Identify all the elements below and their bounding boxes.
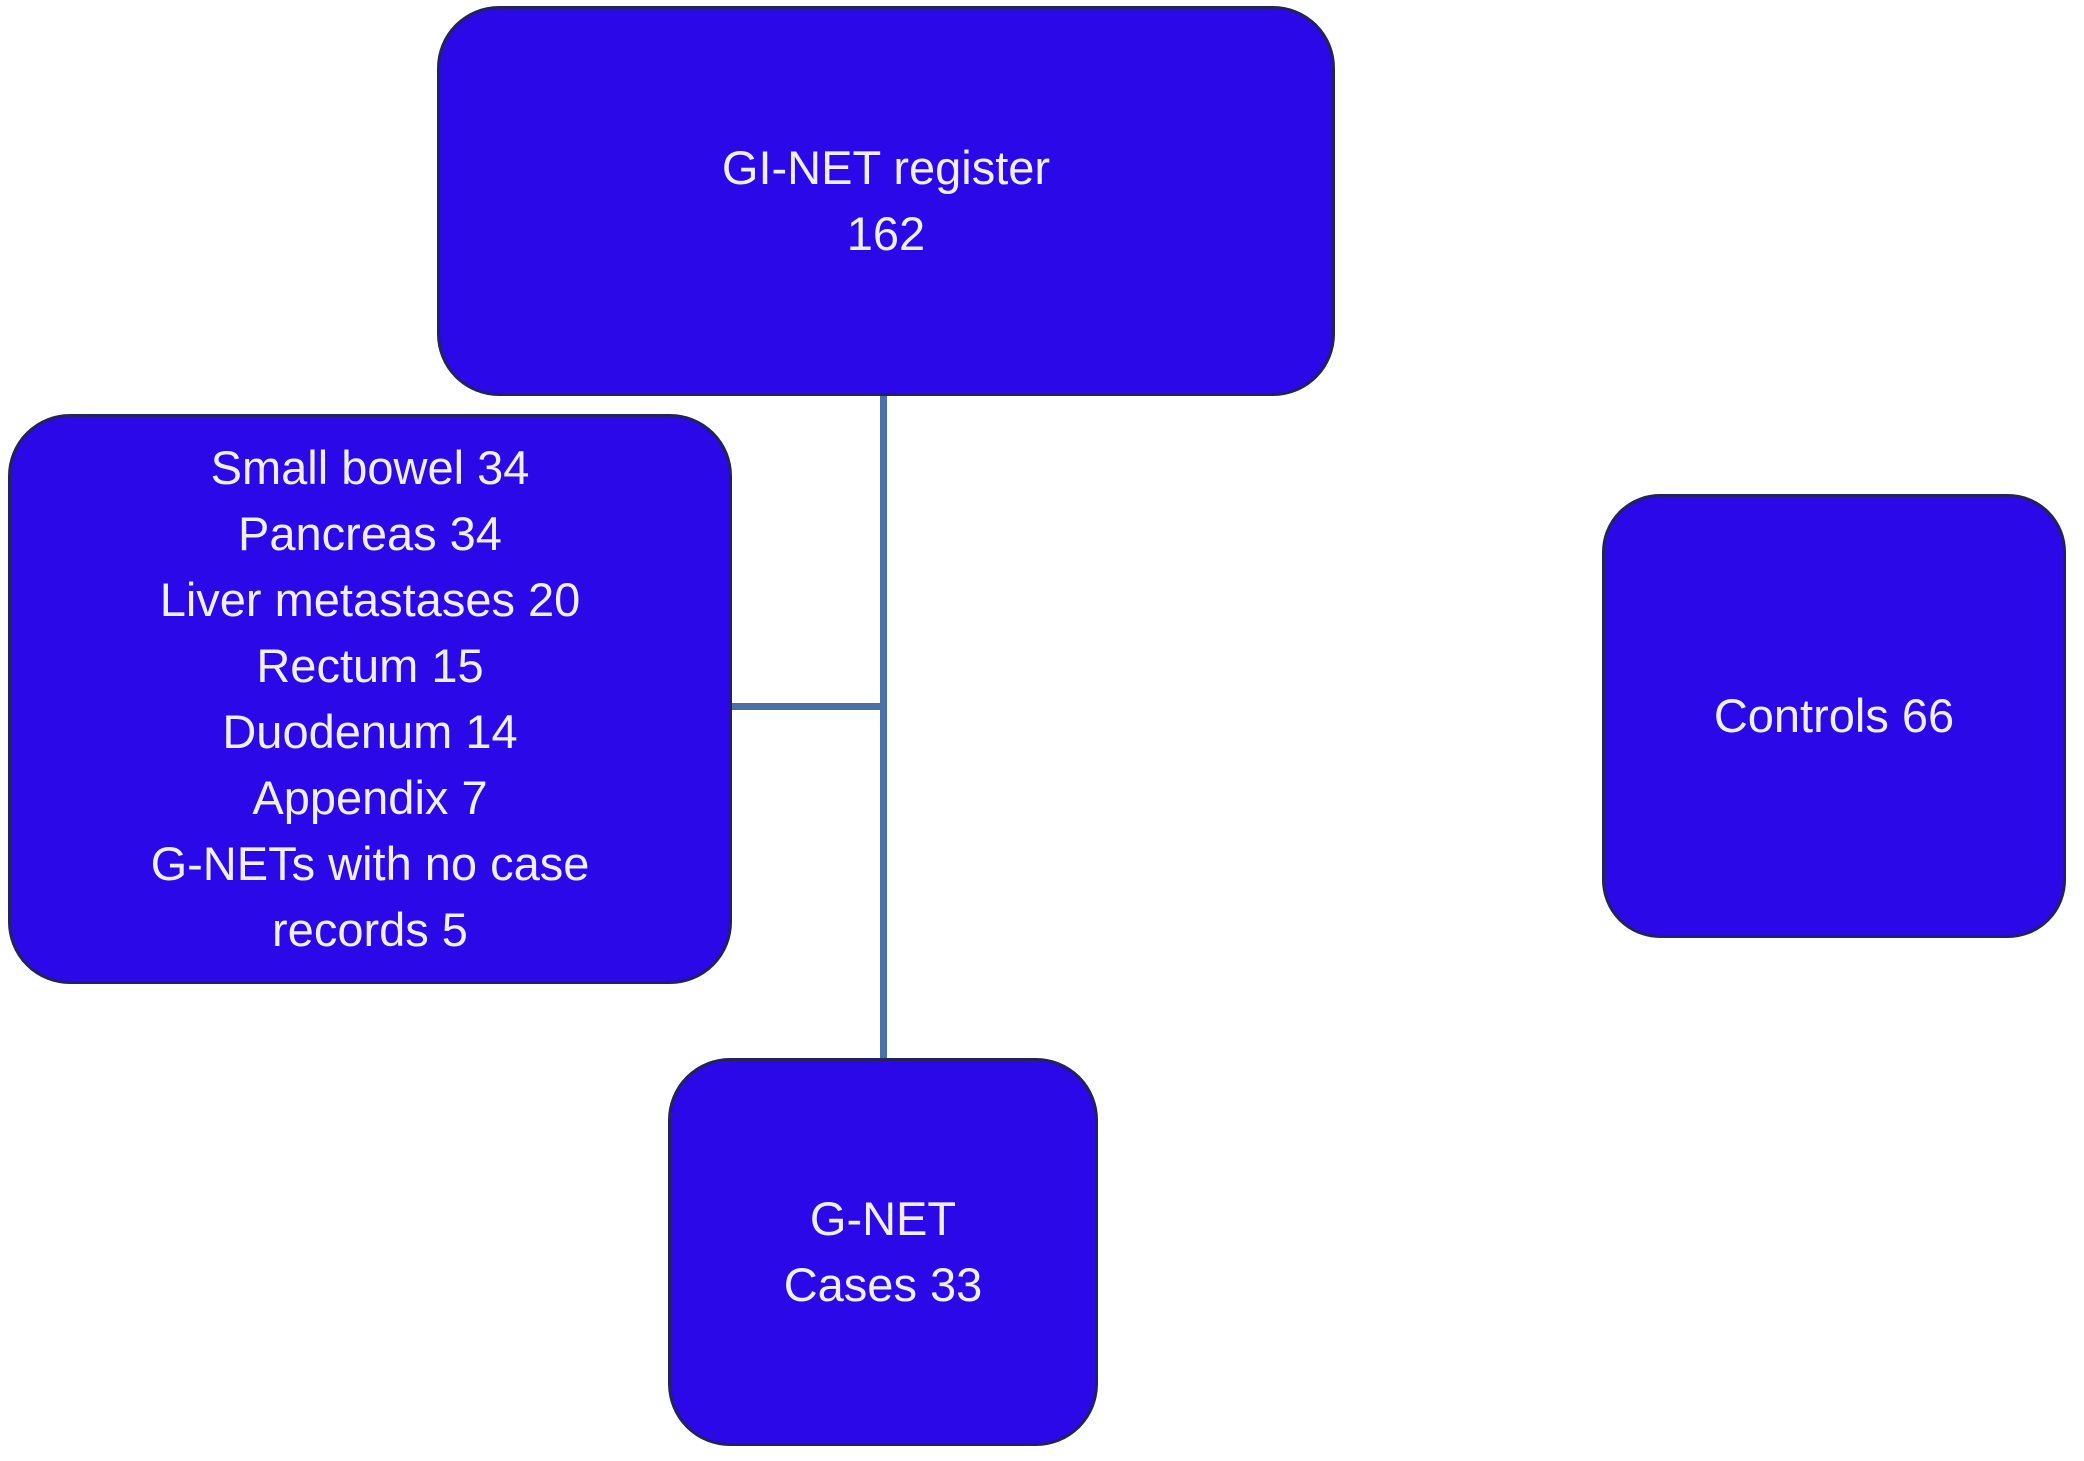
node-controls: Controls 66 — [1602, 494, 2066, 938]
node-gi-net-register-label: GI-NET register 162 — [721, 141, 1051, 260]
node-excluded-sites-label: Small bowel 34 Pancreas 34 Liver metasta… — [150, 441, 590, 956]
connector-register-to-cases-line — [880, 394, 887, 1060]
node-excluded-sites: Small bowel 34 Pancreas 34 Liver metasta… — [8, 414, 732, 984]
node-g-net-cases-label: G-NET Cases 33 — [783, 1192, 983, 1311]
node-controls-label: Controls 66 — [1713, 689, 1955, 742]
node-g-net-cases: G-NET Cases 33 — [668, 1058, 1098, 1446]
node-gi-net-register: GI-NET register 162 — [437, 6, 1335, 396]
connector-excluded-to-trunk-line — [730, 703, 887, 710]
